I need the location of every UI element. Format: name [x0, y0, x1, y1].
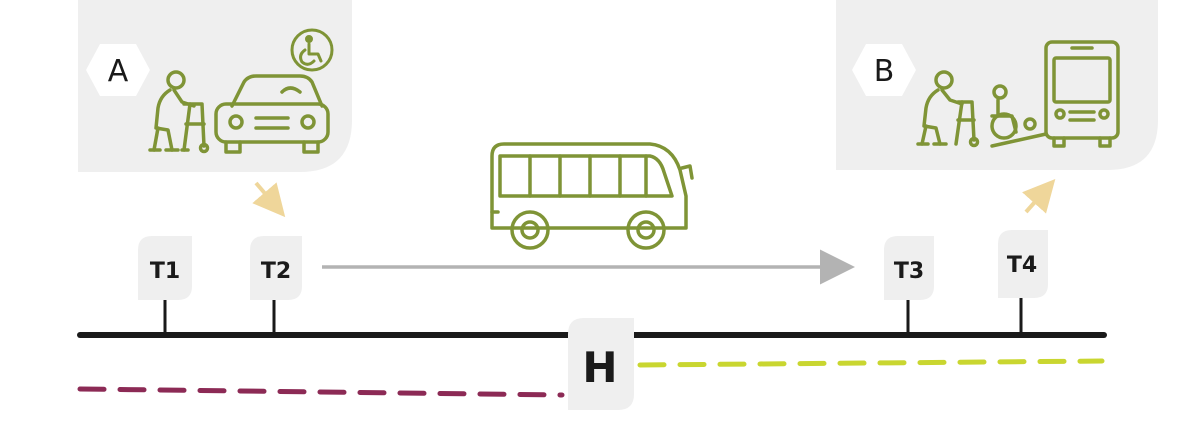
- hub-marker: H: [568, 318, 634, 410]
- stop-t1: T1: [138, 236, 192, 335]
- destination-panel: B: [836, 0, 1158, 170]
- stop-t3: T3: [884, 236, 934, 335]
- stop-t4-label: T4: [1007, 253, 1037, 278]
- origin-badge: A: [86, 44, 150, 96]
- origin-panel: A: [78, 0, 352, 172]
- car-icon: [214, 74, 330, 154]
- stop-t2: T2: [250, 236, 302, 335]
- lime-dashed-line: [637, 358, 1105, 368]
- maroon-dashed-line: [77, 386, 565, 398]
- hub-label: H: [582, 343, 617, 392]
- bus-front-icon: [1044, 40, 1120, 148]
- stop-t2-label: T2: [261, 259, 291, 284]
- origin-to-t2-arrow: [252, 181, 286, 218]
- elderly-walker-icon-b: [916, 70, 980, 148]
- stop-t4: T4: [998, 230, 1048, 335]
- destination-badge: B: [852, 44, 916, 96]
- destination-badge-label: B: [874, 54, 895, 89]
- bus-side-icon: [490, 142, 694, 250]
- stop-t1-label: T1: [150, 259, 180, 284]
- t4-to-destination-arrow: [1022, 179, 1056, 214]
- wheelchair-accessible-icon: [290, 28, 334, 72]
- elderly-walker-icon: [148, 70, 210, 154]
- wheelchair-ramp-icon: [990, 84, 1048, 148]
- origin-badge-label: A: [108, 54, 129, 89]
- stop-t3-label: T3: [894, 259, 924, 284]
